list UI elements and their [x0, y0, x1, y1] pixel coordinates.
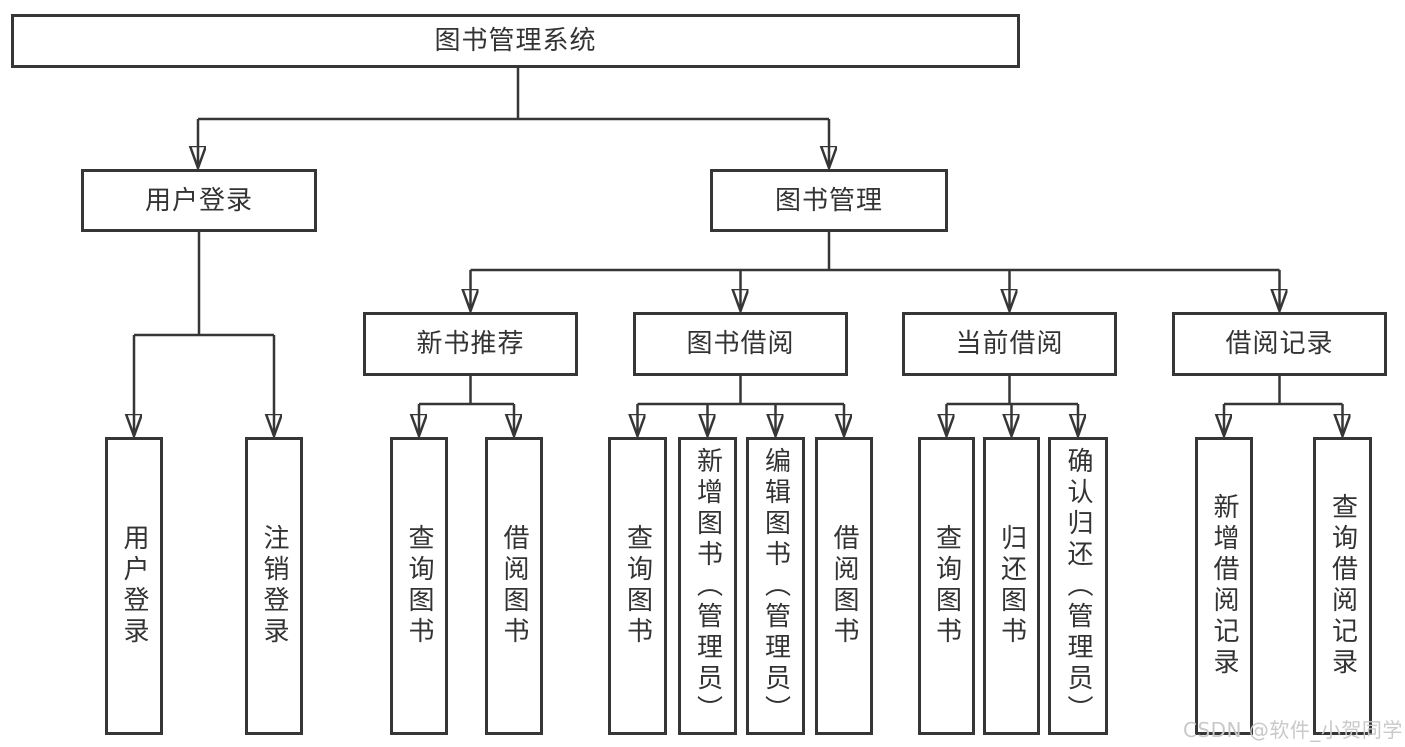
leaf-current-query-books: 查询图书 — [918, 437, 975, 735]
node-label: 借阅记录 — [1225, 329, 1334, 359]
node-root: 图书管理系统 — [11, 14, 1020, 68]
leaf-label: 查询图书 — [931, 524, 962, 648]
leaf-label: 查询图书 — [404, 524, 434, 648]
leaf-borrow-add-books-admin: 新增图书（管理员） — [678, 437, 737, 735]
connector-recommend-to-leaves — [419, 376, 514, 434]
node-module-current-borrow: 当前借阅 — [902, 312, 1117, 376]
leaf-recommend-query-books: 查询图书 — [390, 437, 448, 735]
leaf-label: 确认归还（管理员） — [1063, 446, 1093, 726]
node-book-management: 图书管理 — [710, 169, 948, 232]
connector-current-to-leaves — [947, 376, 1079, 434]
connector-root-to-branches — [198, 68, 829, 166]
node-label: 新书推荐 — [416, 329, 525, 359]
leaf-borrow-query-books: 查询图书 — [608, 437, 667, 735]
leaf-label: 用户登录 — [119, 524, 149, 648]
node-label: 图书管理 — [774, 185, 883, 216]
leaf-label: 编辑图书（管理员） — [760, 446, 791, 726]
node-module-borrow-records: 借阅记录 — [1172, 312, 1387, 376]
node-label: 图书管理系统 — [434, 26, 597, 56]
leaf-label: 借阅图书 — [829, 524, 859, 648]
connector-borrow-to-leaves — [638, 376, 845, 434]
leaf-label: 归还图书 — [996, 524, 1027, 648]
node-label: 图书借阅 — [686, 329, 795, 359]
leaf-label: 新增图书（管理员） — [692, 446, 723, 726]
node-user-login: 用户登录 — [81, 169, 317, 232]
leaf-label: 查询图书 — [622, 524, 653, 648]
leaf-borrow-borrow-books: 借阅图书 — [815, 437, 873, 735]
leaf-label: 查询借阅记录 — [1327, 493, 1358, 679]
node-label: 当前借阅 — [955, 329, 1064, 359]
leaf-label: 借阅图书 — [499, 524, 529, 648]
leaf-current-confirm-return-admin: 确认归还（管理员） — [1048, 437, 1108, 735]
leaf-login-logout: 注销登录 — [245, 437, 303, 735]
leaf-label: 注销登录 — [259, 524, 289, 648]
watermark-text: CSDN @软件_小贺同学 — [1183, 718, 1403, 742]
leaf-current-return-books: 归还图书 — [983, 437, 1040, 735]
node-module-new-book-recommend: 新书推荐 — [363, 312, 578, 376]
leaf-recommend-borrow-books: 借阅图书 — [485, 437, 543, 735]
connector-records-to-leaves — [1224, 376, 1343, 434]
leaf-records-add-borrow-record: 新增借阅记录 — [1195, 437, 1253, 735]
connector-management-to-modules — [471, 232, 1280, 309]
leaf-label: 新增借阅记录 — [1209, 493, 1239, 679]
leaf-borrow-edit-books-admin: 编辑图书（管理员） — [746, 437, 805, 735]
node-module-book-borrow: 图书借阅 — [633, 312, 848, 376]
leaf-records-query-borrow-record: 查询借阅记录 — [1313, 437, 1372, 735]
leaf-login-user-login: 用户登录 — [105, 437, 163, 735]
connector-login-to-leaves — [134, 232, 274, 434]
node-label: 用户登录 — [144, 185, 253, 216]
